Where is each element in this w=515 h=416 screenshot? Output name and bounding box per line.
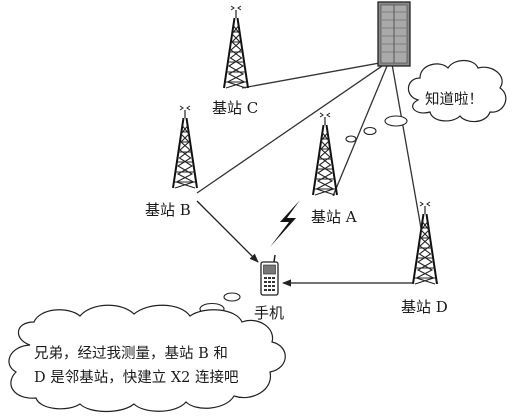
label-station-b: 基站 B [145, 201, 191, 219]
link-server-d [391, 63, 422, 229]
link-server-a [332, 65, 388, 197]
server-thought-text: 知道啦！ [425, 91, 483, 108]
core-server-icon [377, 1, 411, 67]
phone-icon [260, 254, 279, 296]
phone-thought-text-line1: 兄弟，经过我测量，基站 B 和 [34, 345, 228, 362]
tower-b-icon [172, 105, 198, 189]
label-station-a: 基站 A [311, 208, 357, 226]
server-thought-cloud [407, 59, 507, 123]
radio-signal-icon [270, 200, 300, 247]
backhaul-links [196, 61, 422, 229]
arrow-b-to-phone [196, 200, 259, 263]
label-phone: 手机 [254, 304, 284, 322]
tower-a-icon [312, 112, 338, 196]
phone-thought-cloud [8, 304, 286, 413]
phone-thought-text-line2: D 是邻基站，快建立 X2 连接吧 [34, 369, 239, 386]
label-station-c: 基站 C [212, 99, 258, 117]
tower-d-icon [412, 201, 438, 285]
label-station-d: 基站 D [401, 298, 448, 316]
link-server-b [196, 63, 386, 194]
link-server-c [241, 61, 386, 89]
tower-c-icon [223, 5, 249, 89]
server-thought-trail [345, 115, 408, 143]
